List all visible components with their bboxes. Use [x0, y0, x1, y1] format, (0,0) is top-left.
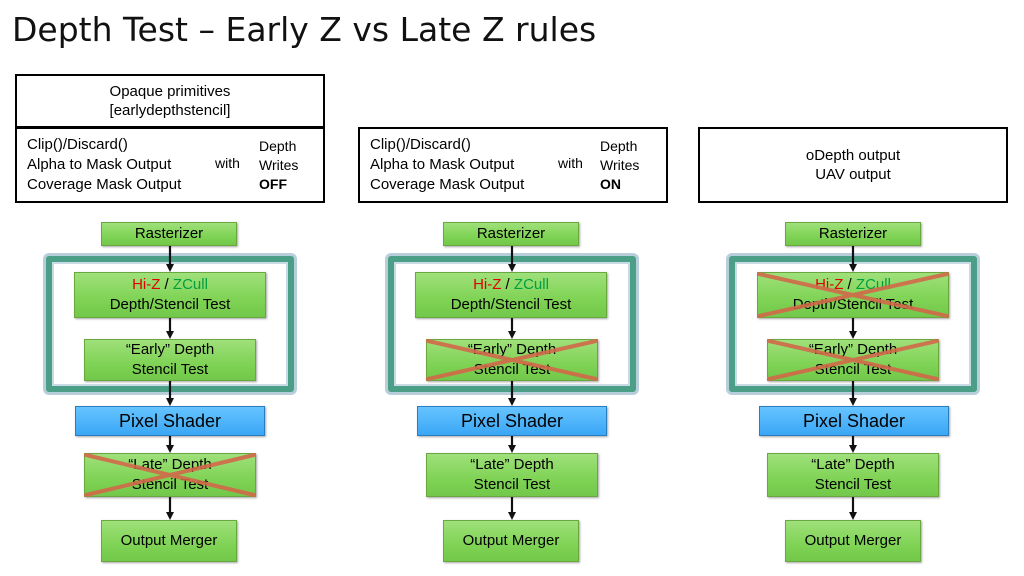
early-depth-stencil-test: “Early” Depth Stencil Test — [767, 339, 939, 381]
zcull-label: ZCull — [513, 276, 549, 293]
depth-writes-line1: Depth — [600, 138, 638, 154]
early-depth-stencil-test: “Early” Depth Stencil Test — [426, 339, 598, 381]
condition-clip-discard: Clip()/Discard() — [27, 136, 128, 153]
output-merger-stage: Output Merger — [443, 520, 579, 562]
pixel-shader-stage: Pixel Shader — [759, 406, 949, 436]
with-label: with — [558, 155, 583, 171]
col1-condition-box: Clip()/Discard() Alpha to Mask Output Co… — [15, 127, 325, 203]
hiz-zcull-depth-stencil-test: Hi-Z / ZCull Depth/Stencil Test — [415, 272, 607, 318]
depth-writes-line1: Depth — [259, 138, 297, 154]
opaque-primitives-box: Opaque primitives [earlydepthstencil] — [15, 74, 325, 128]
condition-coverage-mask: Coverage Mask Output — [27, 176, 182, 193]
hiz-label: Hi-Z — [473, 276, 502, 293]
depth-writes-state: ON — [600, 176, 621, 192]
zcull-label: ZCull — [855, 276, 891, 293]
pixel-shader-stage: Pixel Shader — [75, 406, 265, 436]
hiz-label: Hi-Z — [132, 276, 161, 293]
depth-writes-line2: Writes — [600, 157, 640, 173]
page-title: Depth Test – Early Z vs Late Z rules — [12, 10, 597, 49]
condition-clip-discard: Clip()/Discard() — [370, 136, 471, 153]
opaque-primitives-line2: [earlydepthstencil] — [109, 102, 231, 119]
output-merger-stage: Output Merger — [101, 520, 237, 562]
pixel-shader-stage: Pixel Shader — [417, 406, 607, 436]
col2-condition-box: Clip()/Discard() Alpha to Mask Output Co… — [358, 127, 668, 203]
condition-coverage-mask: Coverage Mask Output — [370, 176, 525, 193]
depth-writes-state: OFF — [259, 176, 287, 192]
with-label: with — [215, 155, 240, 171]
col3-output-box: oDepth output UAV output — [698, 127, 1008, 203]
condition-alpha-to-mask: Alpha to Mask Output — [27, 156, 172, 173]
late-depth-stencil-test: “Late” Depth Stencil Test — [767, 453, 939, 497]
hiz-label: Hi-Z — [815, 276, 844, 293]
rasterizer-stage: Rasterizer — [785, 222, 921, 246]
late-depth-stencil-test: “Late” Depth Stencil Test — [84, 453, 256, 497]
zcull-label: ZCull — [172, 276, 208, 293]
condition-alpha-to-mask: Alpha to Mask Output — [370, 156, 515, 173]
odepth-output-label: oDepth output — [805, 147, 901, 164]
uav-output-label: UAV output — [815, 166, 891, 183]
rasterizer-stage: Rasterizer — [443, 222, 579, 246]
hiz-zcull-depth-stencil-test: Hi-Z / ZCull Depth/Stencil Test — [757, 272, 949, 318]
opaque-primitives-line1: Opaque primitives — [109, 83, 231, 100]
hiz-zcull-depth-stencil-test: Hi-Z / ZCull Depth/Stencil Test — [74, 272, 266, 318]
output-merger-stage: Output Merger — [785, 520, 921, 562]
early-depth-stencil-test: “Early” Depth Stencil Test — [84, 339, 256, 381]
depth-writes-line2: Writes — [259, 157, 299, 173]
rasterizer-stage: Rasterizer — [101, 222, 237, 246]
late-depth-stencil-test: “Late” Depth Stencil Test — [426, 453, 598, 497]
